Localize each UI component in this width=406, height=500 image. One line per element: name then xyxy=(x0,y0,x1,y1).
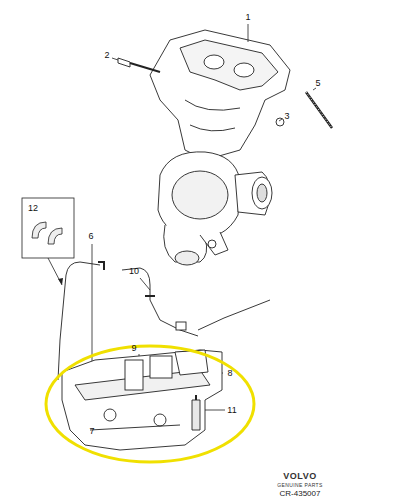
callout-number: 7 xyxy=(89,427,94,436)
exhaust-manifold xyxy=(150,30,290,160)
leader-lines xyxy=(92,24,316,420)
callout-number: 12 xyxy=(28,204,38,213)
callout-number: 9 xyxy=(131,344,136,353)
callout-number: 1 xyxy=(245,13,250,22)
callout-number: 10 xyxy=(129,267,139,276)
brand-name: VOLVO xyxy=(283,472,316,481)
brand-subtitle: GENUINE PARTS xyxy=(277,483,323,488)
fasteners xyxy=(118,58,332,128)
callout-number: 2 xyxy=(104,51,109,60)
callout-number: 3 xyxy=(284,112,289,121)
callout-number: 8 xyxy=(227,369,232,378)
vacuum-pump-bracket xyxy=(62,350,222,450)
highlight-ellipse xyxy=(46,346,254,462)
turbocharger xyxy=(158,152,272,265)
callout-number: 6 xyxy=(88,232,93,241)
callout-number: 11 xyxy=(227,406,236,415)
drawing-code: CR-435007 xyxy=(280,490,321,498)
callout-number: 5 xyxy=(315,79,320,88)
